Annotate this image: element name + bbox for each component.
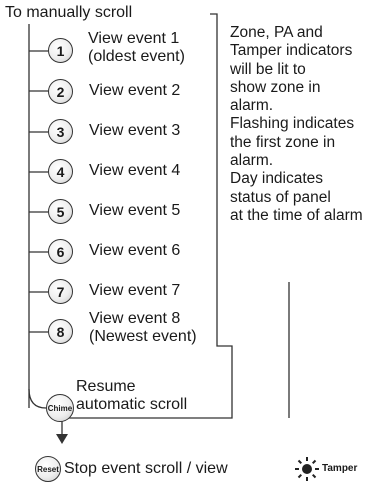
key-6-button[interactable]: 6 (48, 239, 73, 264)
step-2-label: View event 2 (89, 82, 181, 99)
reset-label: Stop event scroll / view (64, 460, 228, 477)
step-7-label: View event 7 (89, 282, 181, 299)
step-6-label: View event 6 (89, 242, 181, 259)
step-1-label: View event 1 (oldest event) (88, 30, 185, 65)
step-8-label: View event 8 (Newest event) (89, 310, 197, 345)
key-1-button[interactable]: 1 (48, 38, 73, 63)
chime-label: Resume automatic scroll (76, 378, 188, 413)
tamper-label: Tamper (322, 463, 358, 474)
step-4-label: View event 4 (89, 162, 181, 179)
key-5-button[interactable]: 5 (48, 199, 73, 224)
scroll-heading: To manually scroll (5, 4, 133, 21)
key-3-button[interactable]: 3 (48, 119, 73, 144)
key-2-button[interactable]: 2 (48, 79, 73, 104)
step-3-label: View event 3 (89, 122, 181, 139)
indicator-note: Zone, PA and Tamper indicators will be l… (230, 24, 363, 224)
arrow-down-icon (56, 434, 68, 444)
tamper-indicator-icon (295, 457, 319, 481)
step-5-label: View event 5 (89, 202, 181, 219)
key-4-button[interactable]: 4 (48, 159, 73, 184)
key-8-button[interactable]: 8 (48, 319, 73, 344)
chime-button[interactable]: Chime (46, 394, 74, 422)
reset-button[interactable]: Reset (35, 456, 61, 482)
key-7-button[interactable]: 7 (48, 279, 73, 304)
